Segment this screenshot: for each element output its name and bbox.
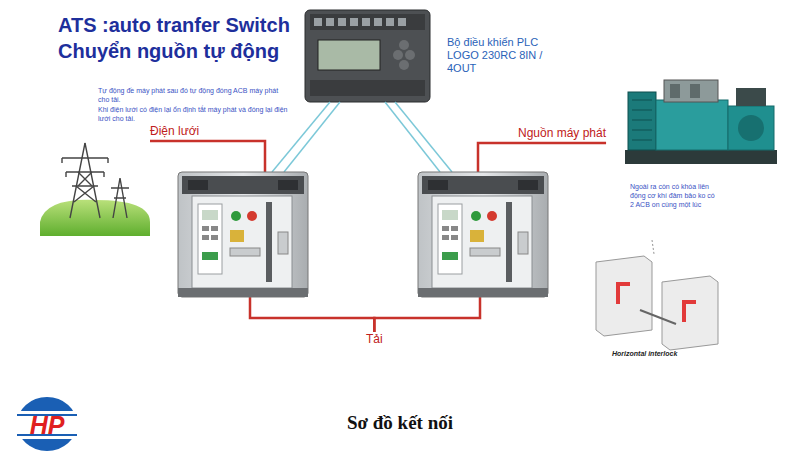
- node-text: Nguồn máy phát: [518, 126, 606, 140]
- node-text: Tải: [366, 332, 383, 346]
- node-text: Bộ điều khiển PLC LOGO 230RC 8IN / 4OUT: [447, 36, 543, 75]
- wire-line: [150, 141, 374, 332]
- generator-label: Nguồn máy phát: [518, 126, 606, 140]
- grid-label: Điện lưới: [150, 124, 199, 138]
- power-wire: [150, 141, 374, 332]
- logo-text: HP: [19, 410, 75, 440]
- interlock-label: Horizontal interlock: [612, 350, 677, 357]
- wire-line: [374, 143, 606, 332]
- interlock-note: Ngoài ra còn có khóa liên động cơ khí đả…: [630, 182, 716, 209]
- node-text: Điện lưới: [150, 124, 199, 138]
- note: Khi điện lưới có điện lại ổn định tắt má…: [98, 105, 288, 123]
- caption: Sơ đồ kết nối: [0, 412, 800, 434]
- load-label: Tải: [366, 332, 383, 346]
- plc-label: Bộ điều khiển PLC LOGO 230RC 8IN / 4OUT: [447, 36, 543, 75]
- title: ATS :auto tranfer Switch: [58, 14, 290, 37]
- power-wire: [374, 143, 606, 332]
- subtitle: Chuyển nguồn tự động: [58, 40, 279, 63]
- note: Tự động đề máy phát sau đó tự động đóng …: [98, 86, 288, 104]
